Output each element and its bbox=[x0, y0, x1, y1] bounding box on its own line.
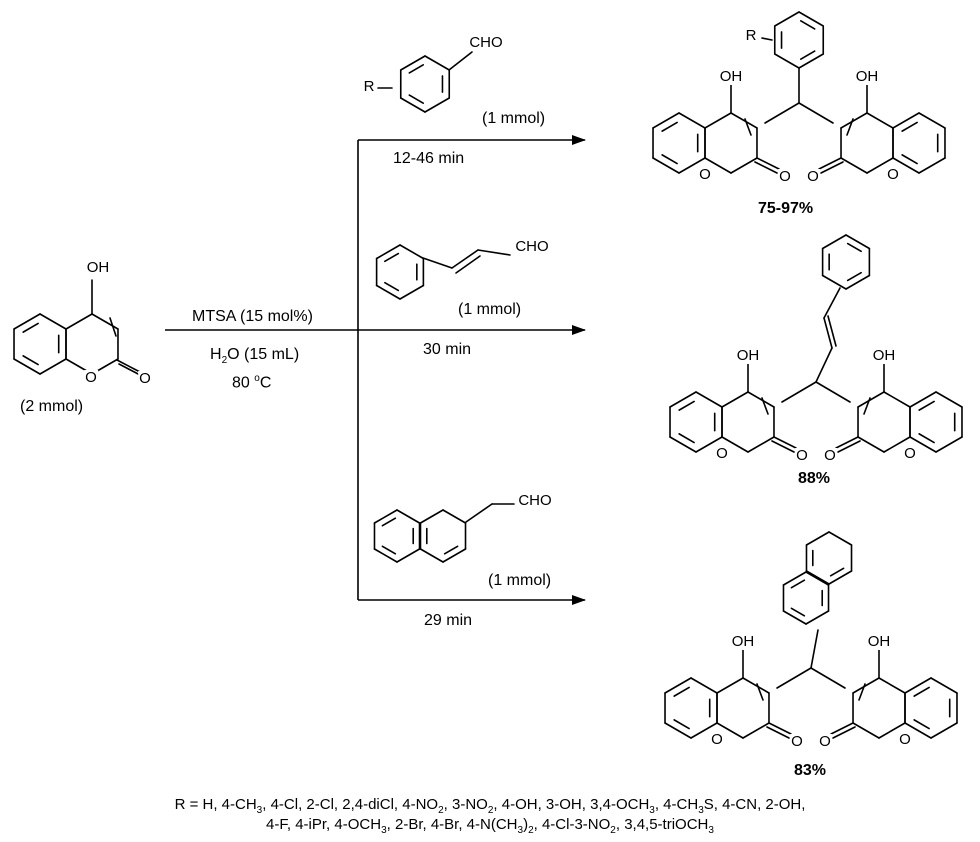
start-oh-label: OH bbox=[85, 259, 111, 276]
product-3-right-ring-oxygen-label: O bbox=[898, 731, 912, 748]
product-3-right-oh-label: OH bbox=[866, 633, 892, 650]
product-1-right-oh-label: OH bbox=[854, 68, 880, 85]
arrows bbox=[165, 135, 586, 605]
reagent-2-amount-label: (1 mmol) bbox=[458, 301, 522, 318]
product-3-left-ring-oxygen-label: O bbox=[710, 731, 724, 748]
start-carbonyl-oxygen-label: O bbox=[138, 370, 152, 387]
product-2-left-ring-oxygen-label: O bbox=[715, 445, 729, 462]
product-3-left-carbonyl-oxygen-label: O bbox=[790, 733, 804, 750]
catalyst-label: MTSA (15 mol%) bbox=[192, 308, 313, 325]
reagent-3-time-label: 29 min bbox=[424, 612, 473, 629]
product-1-left-ring-oxygen-label: O bbox=[698, 166, 712, 183]
product-2-left-oh-label: OH bbox=[735, 347, 761, 364]
product-3-right-carbonyl-oxygen-label: O bbox=[818, 733, 832, 750]
product-1-right-ring-oxygen-label: O bbox=[886, 166, 900, 183]
product-2-right-carbonyl-oxygen-label: O bbox=[823, 447, 837, 464]
reagent-1-cho-label: CHO bbox=[468, 34, 504, 51]
reagent-3-cho-label: CHO bbox=[517, 492, 553, 509]
start-ring-oxygen-label: O bbox=[84, 369, 98, 386]
product-2-left-carbonyl-oxygen-label: O bbox=[795, 447, 809, 464]
reagent-1-time-label: 12-46 min bbox=[393, 150, 465, 167]
reagent-2-time-label: 30 min bbox=[423, 341, 472, 358]
start-amount-label: (2 mmol) bbox=[20, 398, 84, 415]
product-1-yield: 75-97% bbox=[758, 200, 814, 217]
product-2-right-ring-oxygen-label: O bbox=[903, 445, 917, 462]
product-2-yield: 88% bbox=[798, 470, 831, 487]
product-1-left-oh-label: OH bbox=[718, 68, 744, 85]
temperature-label: 80 oC bbox=[232, 373, 272, 392]
substituent-list-line-2: 4-F, 4-iPr, 4-OCH3, 2-Br, 4-Br, 4-N(CH3)… bbox=[266, 816, 714, 836]
product-2-right-oh-label: OH bbox=[871, 347, 897, 364]
product-1-left-carbonyl-oxygen-label: O bbox=[778, 168, 792, 185]
reagent-3-amount-label: (1 mmol) bbox=[488, 572, 552, 589]
reagent-1-amount-label: (1 mmol) bbox=[482, 110, 546, 127]
product-1-right-carbonyl-oxygen-label: O bbox=[806, 168, 820, 185]
product-3-left-oh-label: OH bbox=[730, 633, 756, 650]
substituent-list-line-1: R = H, 4-CH3, 4-Cl, 2-Cl, 2,4-diCl, 4-NO… bbox=[174, 796, 806, 816]
product-1-r-label: R bbox=[744, 27, 758, 44]
solvent-label: H2O (15 mL) bbox=[210, 346, 300, 367]
product-3-yield: 83% bbox=[794, 762, 827, 779]
reagent-2-cho-label: CHO bbox=[514, 238, 550, 255]
reagent-1-r-label: R bbox=[362, 78, 376, 95]
